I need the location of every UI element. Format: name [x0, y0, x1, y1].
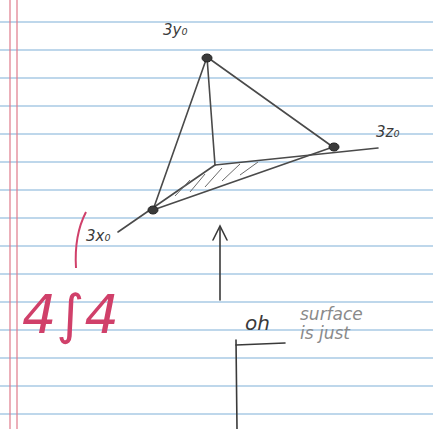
red-grade-mark: 4∫4: [22, 285, 172, 344]
axis-intercept-label: 3x₀: [86, 228, 110, 245]
note-text: oh: [245, 312, 270, 334]
axis-intercept-label: 3y₀: [163, 22, 187, 39]
axis-intercept-label: 3z₀: [376, 124, 399, 141]
note-text: surface is just: [300, 305, 380, 342]
